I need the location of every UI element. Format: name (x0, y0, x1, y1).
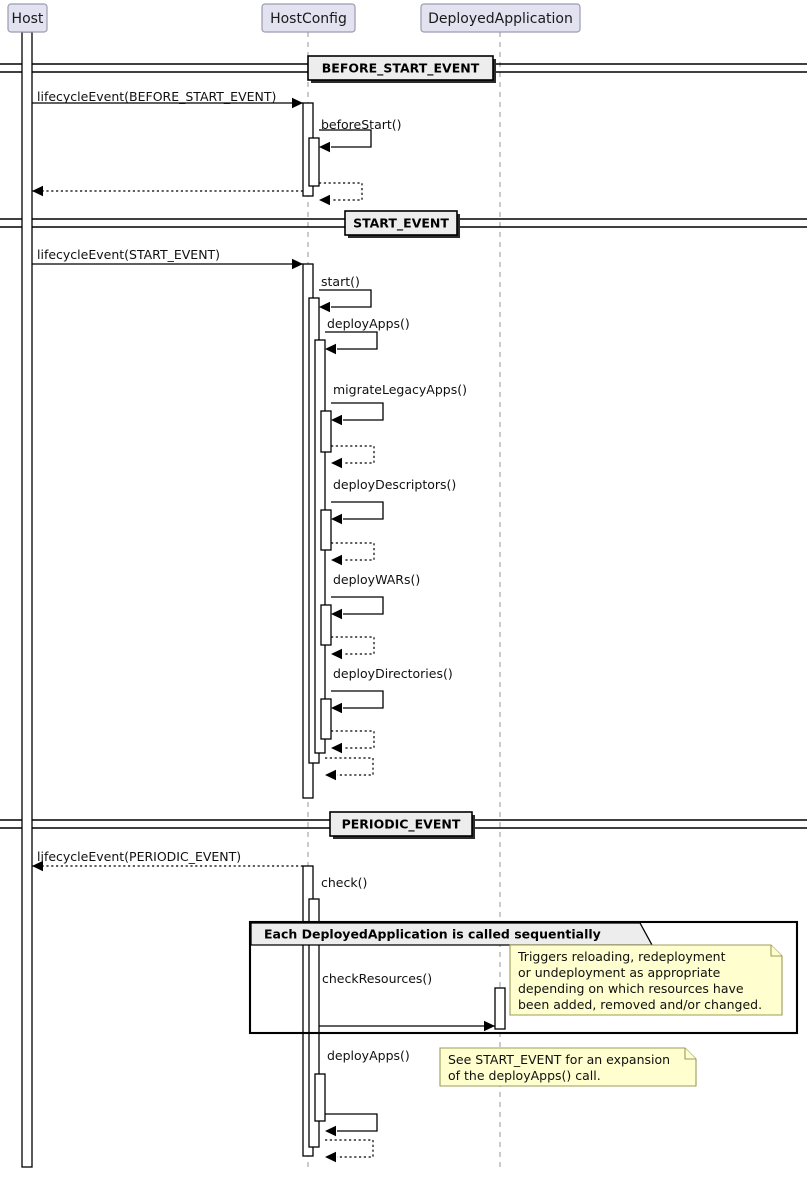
note-line: See START_EVENT for an expansion (448, 1052, 670, 1067)
activation-bars-layer (21, 31, 506, 1168)
participants-layer: Host HostConfig DeployedApplication (7, 3, 581, 33)
message-deploydescriptors: deployDescriptors() (331, 477, 456, 525)
event-divider-start-event: START_EVENT (0, 210, 807, 238)
message-label: deployApps() (327, 316, 410, 331)
message-start: start() (319, 274, 372, 313)
message-return-12 (331, 636, 375, 660)
arrowhead (292, 258, 303, 270)
arrowhead-self (325, 769, 336, 781)
message-label: checkResources() (322, 971, 432, 986)
event-divider-periodic-event: PERIODIC_EVENT (0, 811, 807, 839)
arrowhead-self (319, 194, 330, 206)
message-label: lifecycleEvent(BEFORE_START_EVENT) (37, 89, 276, 104)
message-label: beforeStart() (321, 117, 402, 132)
message-checkresources: checkResources() (322, 971, 432, 986)
group-frame: Each DeployedApplication is called seque… (248, 920, 799, 1035)
message-deployapps: deployApps() (325, 316, 410, 355)
arrowhead (484, 1020, 495, 1032)
message-return-22 (325, 1113, 378, 1137)
arrowhead-self (319, 141, 330, 153)
message-deploywars: deployWARs() (331, 572, 420, 620)
message-return-2 (319, 182, 363, 206)
message-return-14 (331, 730, 375, 754)
message-label: start() (321, 274, 360, 289)
activation-bar-hostconfig (308, 137, 320, 187)
arrowhead-self (319, 301, 330, 313)
message-return-15 (325, 757, 374, 781)
message-label: migrateLegacyApps() (333, 382, 467, 397)
activation-bar-hostconfig (308, 898, 320, 1148)
message-label: deployDirectories() (333, 666, 453, 681)
message-label: deployApps() (327, 1048, 410, 1063)
arrowhead-self (331, 554, 342, 566)
note-line: of the deployApps() call. (448, 1068, 601, 1083)
messages-layer: lifecycleEvent(BEFORE_START_EVENT)before… (0, 89, 495, 1163)
lifelines-layer (26, 32, 501, 1169)
arrowhead-self (325, 1151, 336, 1163)
arrowhead-self (331, 742, 342, 754)
participant-box[interactable] (7, 3, 48, 33)
event-dividers-layer: BEFORE_START_EVENT START_EVENT PERIODIC_EV… (0, 55, 807, 839)
activation-bar-hostconfig (320, 509, 332, 551)
message-deployapps: deployApps() (327, 1048, 410, 1063)
message-return-10 (331, 542, 375, 566)
arrowhead-self (325, 343, 336, 355)
message-return-23 (325, 1139, 374, 1163)
message-return-3 (32, 185, 303, 197)
activation-bar-hostconfig (320, 410, 332, 453)
arrowhead-self (331, 702, 342, 714)
message-beforestart: beforeStart() (319, 117, 402, 153)
note-line: Triggers reloading, redeployment (517, 949, 726, 964)
message-return-8 (331, 445, 375, 469)
message-deploydirectories: deployDirectories() (331, 666, 453, 714)
participant-label: DeployedApplication (428, 11, 573, 27)
message-migratelegacyapps: migrateLegacyApps() (331, 382, 467, 426)
note-line: been added, removed and/or changed. (518, 997, 762, 1012)
message-label: lifecycleEvent(START_EVENT) (37, 247, 220, 262)
message-check: check() (321, 875, 367, 890)
activation-bar-hostconfig (320, 604, 332, 646)
arrowhead (292, 97, 303, 109)
arrowhead-self (325, 1125, 336, 1137)
message-lifecycleevent-periodic-event: lifecycleEvent(PERIODIC_EVENT) (32, 849, 303, 872)
message-lifecycleevent-start-event: lifecycleEvent(START_EVENT) (32, 247, 303, 270)
event-divider-label: PERIODIC_EVENT (342, 817, 461, 833)
message-label: check() (321, 875, 367, 890)
participant-hostconfig[interactable]: HostConfig (261, 3, 356, 33)
event-divider-label: START_EVENT (353, 216, 449, 232)
message-return-20 (319, 1020, 495, 1032)
note-line: or undeployment as appropriate (518, 965, 721, 980)
group-frame-label: Each DeployedApplication is called seque… (264, 927, 601, 942)
message-label: deployDescriptors() (333, 477, 456, 492)
participant-deployedapplication[interactable]: DeployedApplication (420, 3, 581, 33)
note-line: depending on which resources have (518, 981, 744, 996)
participant-host[interactable]: Host (7, 3, 48, 33)
participant-label: Host (12, 11, 44, 27)
group-frames-layer: Each DeployedApplication is called seque… (248, 920, 799, 1035)
message-label: lifecycleEvent(PERIODIC_EVENT) (37, 849, 241, 864)
participant-box[interactable] (261, 3, 356, 33)
arrowhead-self (331, 457, 342, 469)
participant-label: HostConfig (270, 11, 347, 27)
activation-bar-hostconfig (314, 1073, 326, 1122)
arrowhead-self (331, 513, 342, 525)
event-divider-label: BEFORE_START_EVENT (322, 61, 480, 77)
activation-bar-hostconfig (320, 698, 332, 740)
event-divider-before-start-event: BEFORE_START_EVENT (0, 55, 807, 83)
arrowhead (32, 185, 43, 197)
activation-bar-host (21, 31, 33, 1168)
arrowhead-self (331, 414, 342, 426)
activation-bar-deployedapplication (494, 987, 506, 1030)
arrowhead (32, 860, 43, 872)
arrowhead-self (331, 648, 342, 660)
message-label: deployWARs() (333, 572, 420, 587)
arrowhead-self (331, 608, 342, 620)
participant-box[interactable] (420, 3, 581, 33)
message-lifecycleevent-before-start-event: lifecycleEvent(BEFORE_START_EVENT) (32, 89, 303, 109)
